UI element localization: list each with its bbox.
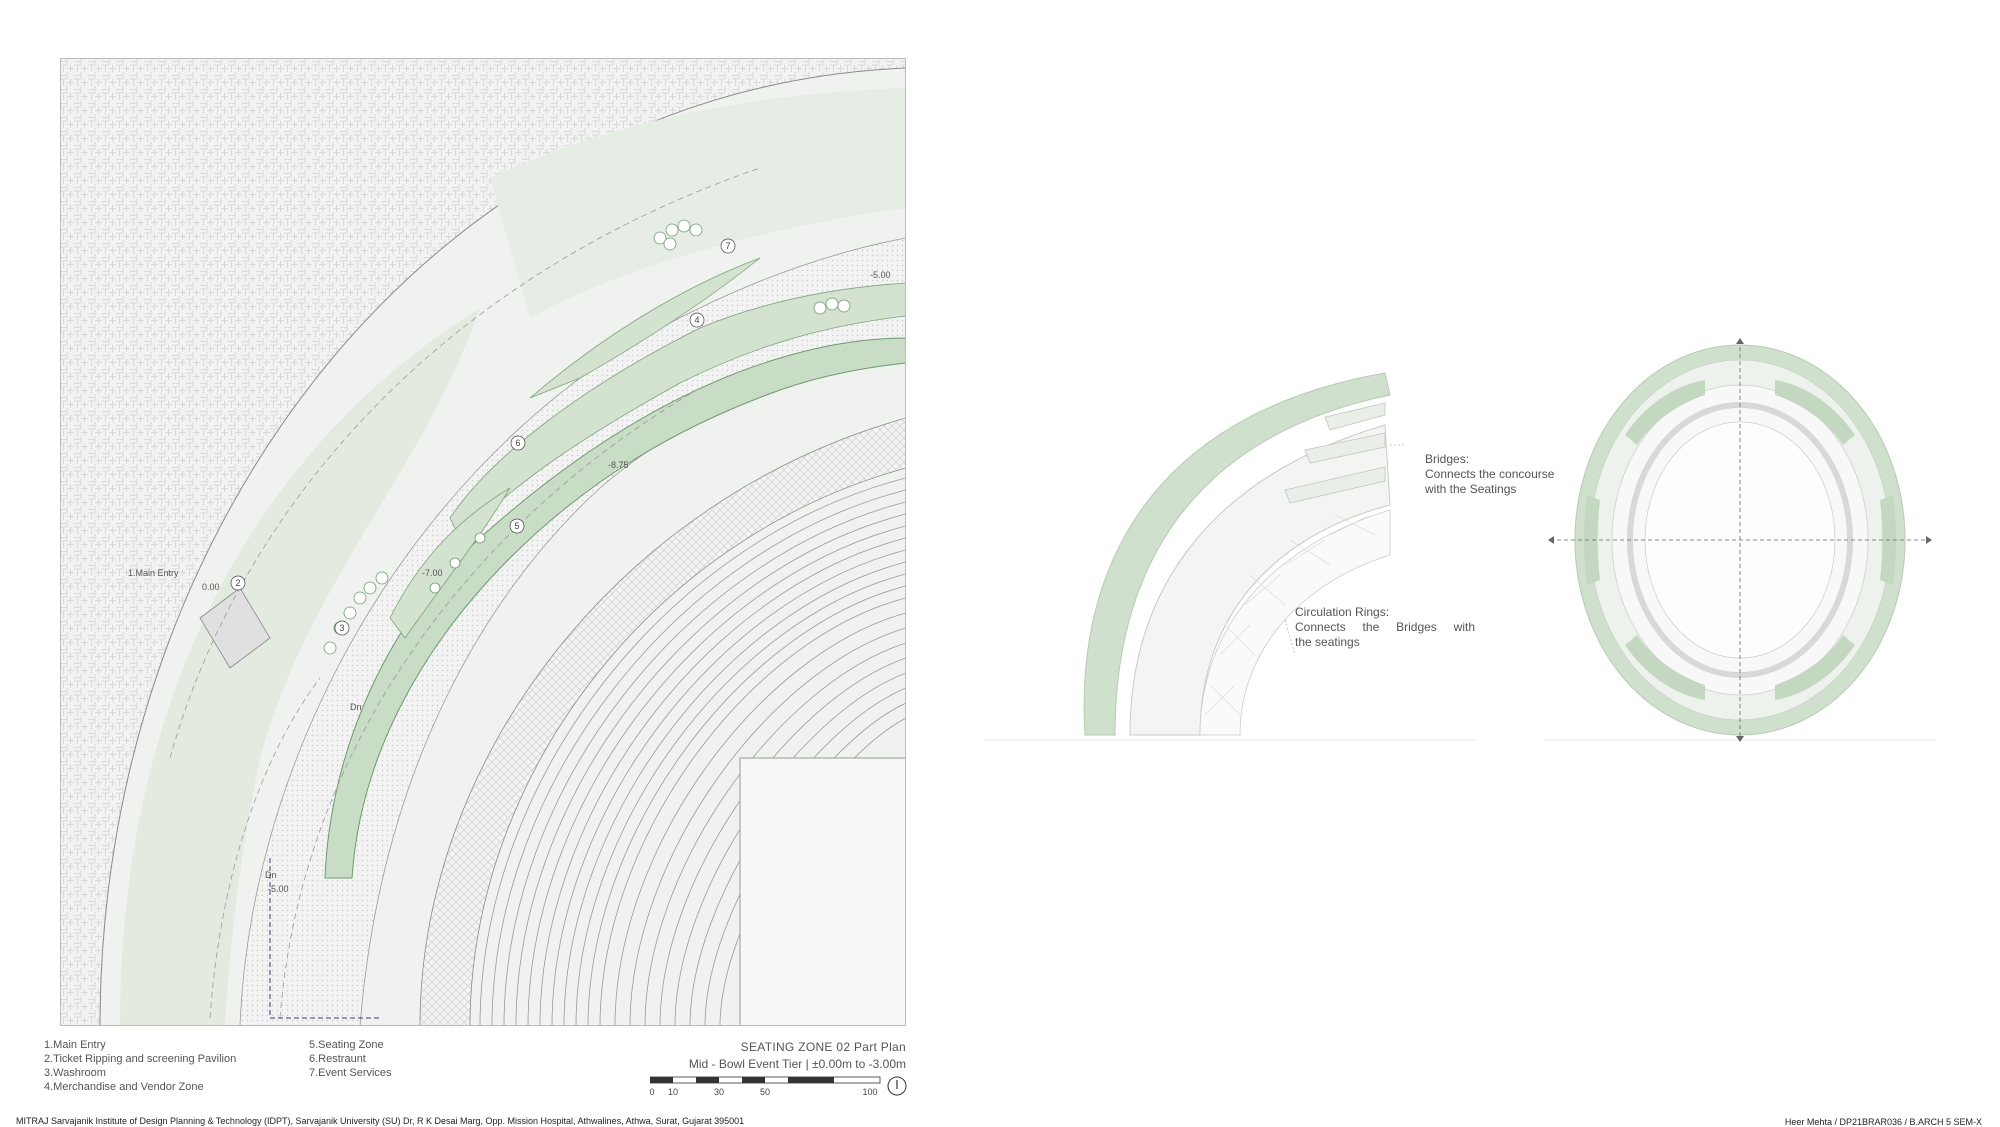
legend-item: 2.Ticket Ripping and screening Pavilion — [44, 1053, 237, 1065]
scale-bar: 0 10 30 50 100 — [650, 1076, 907, 1097]
zone-marker-6: 6 — [515, 438, 520, 448]
zone-marker-4: 4 — [694, 315, 699, 325]
rings-title: Circulation Rings: — [1295, 605, 1390, 619]
rings-annotation: Circulation Rings: Connects the Bridges … — [1295, 605, 1475, 650]
plan-title: SEATING ZONE 02 Part Plan — [740, 1040, 906, 1054]
axis-arrow-icon — [1548, 536, 1554, 544]
stadium-bowl-diagram — [1545, 338, 1935, 742]
level-1: -7.00 — [422, 568, 443, 578]
legend-item: 7.Event Services — [309, 1067, 392, 1079]
legend-left: 1.Main Entry 2.Ticket Ripping and screen… — [44, 1038, 236, 1094]
rings-line: the seatings — [1295, 635, 1360, 649]
site-part-plan: 2 3 4 5 6 7 1.Main Entry Dn Dn 0.00 -7.0… — [60, 58, 906, 1026]
level-4: -5.00 — [268, 884, 289, 894]
legend-item: 3.Washroom — [44, 1067, 106, 1079]
down-label-2: Dn — [265, 870, 277, 880]
footer-author: Heer Mehta / DP21BRAR036 / B.ARCH 5 SEM-… — [1784, 1117, 1982, 1127]
plan-subtitle: Mid - Bowl Event Tier | ±0.00m to -3.00m — [688, 1057, 906, 1071]
legend-item: 6.Restraunt — [309, 1053, 366, 1065]
footer-institute: MITRAJ Sarvajanik Institute of Design Pl… — [16, 1116, 745, 1126]
scale-tick: 30 — [714, 1087, 724, 1097]
bridges-line: Connects the concourse — [1425, 467, 1555, 481]
legend-item: 1.Main Entry — [44, 1039, 106, 1051]
legend-item: 4.Merchandise and Vendor Zone — [44, 1081, 204, 1093]
bridges-circulation-diagram — [985, 372, 1475, 741]
main-entry-label: 1.Main Entry — [128, 568, 179, 578]
scale-tick: 50 — [760, 1087, 770, 1097]
legend-item: 5.Seating Zone — [309, 1039, 384, 1051]
zone-marker-3: 3 — [339, 623, 344, 633]
axis-arrow-icon — [1736, 736, 1744, 742]
axis-arrow-icon — [1926, 536, 1932, 544]
down-label-1: Dn — [350, 702, 362, 712]
zone-marker-5: 5 — [514, 521, 519, 531]
bridges-annotation: Bridges: Connects the concourse with the… — [1425, 452, 1554, 497]
plan-title-block: SEATING ZONE 02 Part Plan Mid - Bowl Eve… — [689, 1040, 906, 1071]
zone-marker-2: 2 — [235, 578, 240, 588]
rings-line: Connects the Bridges with — [1295, 620, 1475, 634]
level-0: 0.00 — [202, 582, 220, 592]
scale-tick: 10 — [668, 1087, 678, 1097]
bridges-line: with the Seatings — [1425, 482, 1517, 496]
legend-right: 5.Seating Zone 6.Restraunt 7.Event Servi… — [309, 1038, 392, 1080]
bridges-title: Bridges: — [1425, 452, 1470, 466]
scale-tick: 0 — [650, 1087, 655, 1097]
scale-tick: 100 — [862, 1087, 877, 1097]
axis-arrow-icon — [1736, 338, 1744, 344]
level-2: -8.75 — [608, 460, 629, 470]
zone-marker-7: 7 — [725, 241, 730, 251]
level-3: -5.00 — [870, 270, 891, 280]
